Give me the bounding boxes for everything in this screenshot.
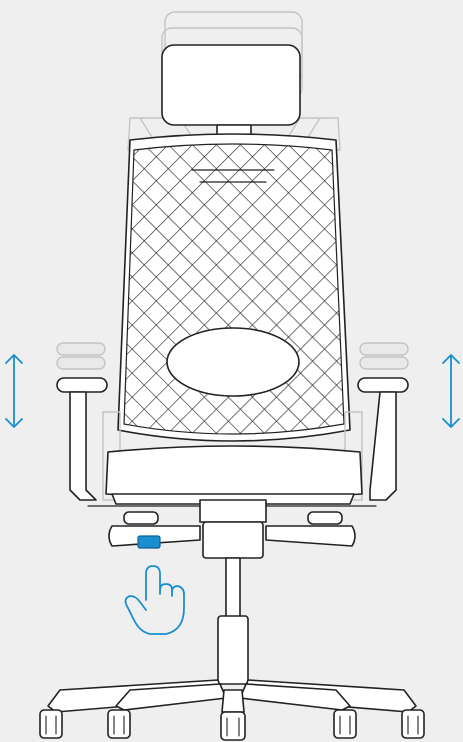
chair-base <box>47 679 417 713</box>
casters <box>39 709 425 741</box>
gas-lift <box>217 557 249 685</box>
lumbar-support <box>166 327 300 397</box>
seat-mechanism <box>108 499 356 559</box>
left-armrest <box>56 377 121 501</box>
seat <box>87 445 377 507</box>
left-armrest-ghosts <box>56 342 106 370</box>
backrest <box>117 133 351 442</box>
lever-button-icon[interactable] <box>137 535 161 549</box>
double-arrow-vertical-icon <box>442 354 460 428</box>
pointing-hand-icon <box>124 565 185 635</box>
double-arrow-vertical-icon <box>5 354 23 428</box>
right-armrest-ghosts <box>359 342 409 370</box>
